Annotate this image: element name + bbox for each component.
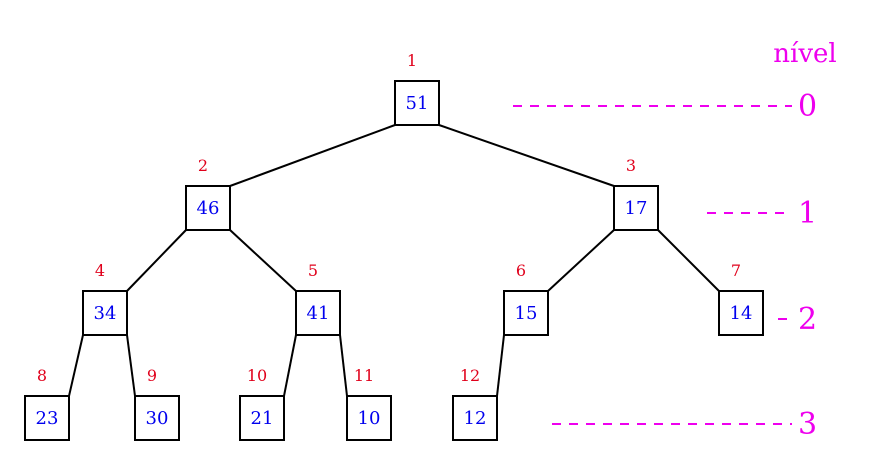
node-index: 8: [37, 366, 47, 385]
tree-node: 21 10: [239, 366, 285, 441]
node-box: [24, 395, 70, 441]
edge-3-7: [657, 229, 720, 292]
edge-1-3: [438, 124, 615, 187]
node-value: 30: [146, 408, 169, 429]
node-value: 21: [251, 408, 274, 429]
node-box: [134, 395, 180, 441]
tree-node: 51 1: [394, 51, 440, 126]
tree-node: 15 6: [503, 261, 549, 336]
level-label: 1: [798, 196, 817, 231]
edge-1-2: [229, 124, 396, 187]
node-box: [452, 395, 498, 441]
node-index: 10: [247, 366, 267, 385]
node-value: 34: [94, 303, 117, 324]
node-box: [394, 80, 440, 126]
node-index: 11: [354, 366, 374, 385]
node-index: 2: [198, 156, 208, 175]
node-index: 12: [460, 366, 480, 385]
node-value: 23: [36, 408, 59, 429]
node-index: 1: [407, 51, 417, 70]
tree-node: 10 11: [346, 366, 392, 441]
node-value: 17: [625, 198, 648, 219]
node-box: [239, 395, 285, 441]
node-index: 6: [516, 261, 526, 280]
node-box: [718, 290, 764, 336]
level-label: 3: [798, 407, 817, 442]
tree-node: 41 5: [295, 261, 341, 336]
node-box: [82, 290, 128, 336]
edge-2-4: [126, 229, 187, 292]
node-index: 4: [95, 261, 105, 280]
node-value: 15: [515, 303, 538, 324]
edge-4-8: [68, 334, 84, 397]
node-box: [503, 290, 549, 336]
tree-nodes: 51 1 46 2 17 3 34 4 41 5 15 6 14 7 23 8 30 9 21 10 10 11 12 12: [24, 51, 764, 441]
edge-2-5: [229, 229, 297, 292]
tree-node: 12 12: [452, 366, 498, 441]
node-value: 14: [730, 303, 753, 324]
tree-node: 46 2: [185, 156, 231, 231]
tree-node: 30 9: [134, 366, 180, 441]
tree-node: 14 7: [718, 261, 764, 336]
node-value: 12: [464, 408, 487, 429]
node-box: [346, 395, 392, 441]
node-box: [185, 185, 231, 231]
edge-6-12: [496, 334, 505, 397]
node-box: [295, 290, 341, 336]
node-box: [613, 185, 659, 231]
node-index: 3: [626, 156, 636, 175]
node-value: 10: [358, 408, 381, 429]
node-index: 9: [147, 366, 157, 385]
level-title: nível: [773, 39, 836, 69]
tree-edges: [68, 124, 720, 397]
level-label: 2: [798, 302, 817, 337]
edge-3-6: [547, 229, 615, 292]
node-index: 5: [308, 261, 318, 280]
level-markers: nível 0 1 2 3: [513, 39, 837, 442]
edge-5-10: [283, 334, 297, 397]
node-index: 7: [731, 261, 741, 280]
tree-node: 23 8: [24, 366, 70, 441]
node-value: 46: [197, 198, 220, 219]
edge-5-11: [339, 334, 348, 397]
node-value: 41: [307, 303, 330, 324]
edge-4-9: [126, 334, 136, 397]
tree-node: 17 3: [613, 156, 659, 231]
node-value: 51: [406, 93, 429, 114]
tree-node: 34 4: [82, 261, 128, 336]
level-label: 0: [798, 89, 817, 124]
